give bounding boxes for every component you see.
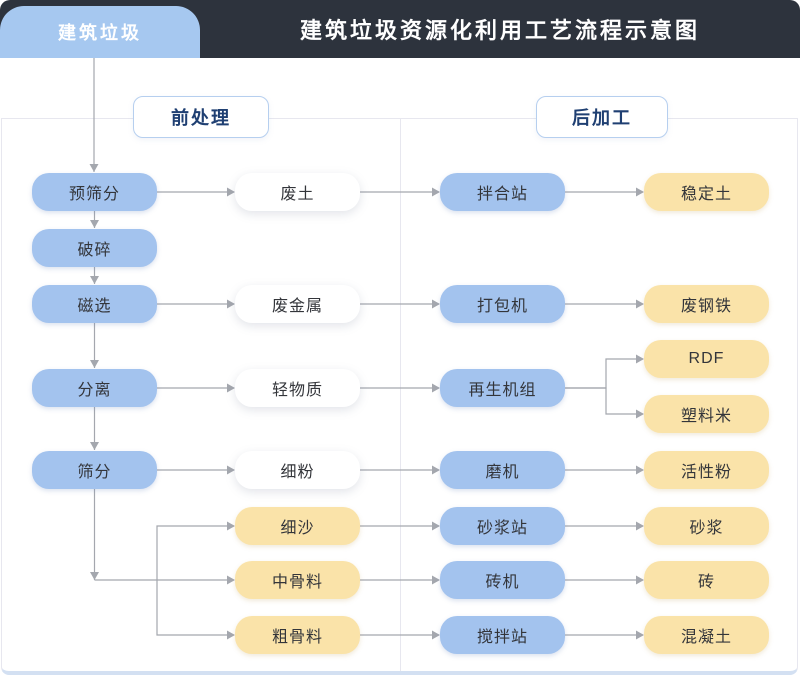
node-brick-machine: 砖机 [440,561,565,599]
node-concrete: 混凝土 [644,616,769,654]
title-bar: 建筑垃圾 建筑垃圾资源化利用工艺流程示意图 [0,0,800,58]
node-concrete-mixing-plant: 搅拌站 [440,616,565,654]
node-regeneration-unit: 再生机组 [440,369,565,407]
node-light-material: 轻物质 [235,369,360,407]
node-mill: 磨机 [440,451,565,489]
node-screening: 筛分 [32,451,157,489]
node-magnetic-separation: 磁选 [32,285,157,323]
node-crushing: 破碎 [32,229,157,267]
node-brick: 砖 [644,561,769,599]
node-mortar-plant: 砂浆站 [440,507,565,545]
diagram-title: 建筑垃圾资源化利用工艺流程示意图 [299,18,700,43]
node-mortar: 砂浆 [644,507,769,545]
section-label-post-processing: 后加工 [536,96,668,138]
node-active-powder: 活性粉 [644,451,769,489]
node-waste-metal: 废金属 [235,285,360,323]
section-label-post-text: 后加工 [572,108,632,128]
node-medium-aggregate: 中骨料 [235,561,360,599]
node-stabilized-soil: 稳定土 [644,173,769,211]
node-plastic-pellets: 塑料米 [644,395,769,433]
node-pre-screening: 预筛分 [32,173,157,211]
node-fine-sand: 细沙 [235,507,360,545]
source-tab-label: 建筑垃圾 [58,23,142,43]
node-scrap-steel: 废钢铁 [644,285,769,323]
node-rdf: RDF [644,340,769,378]
section-label-pre-text: 前处理 [171,108,231,128]
node-separation: 分离 [32,369,157,407]
node-mixing-plant: 拌合站 [440,173,565,211]
section-label-pre-processing: 前处理 [133,96,269,138]
node-fine-powder: 细粉 [235,451,360,489]
column-divider [400,118,401,671]
source-tab-construction-waste: 建筑垃圾 [0,6,200,58]
node-baler: 打包机 [440,285,565,323]
node-coarse-aggregate: 粗骨料 [235,616,360,654]
node-waste-soil: 废土 [235,173,360,211]
